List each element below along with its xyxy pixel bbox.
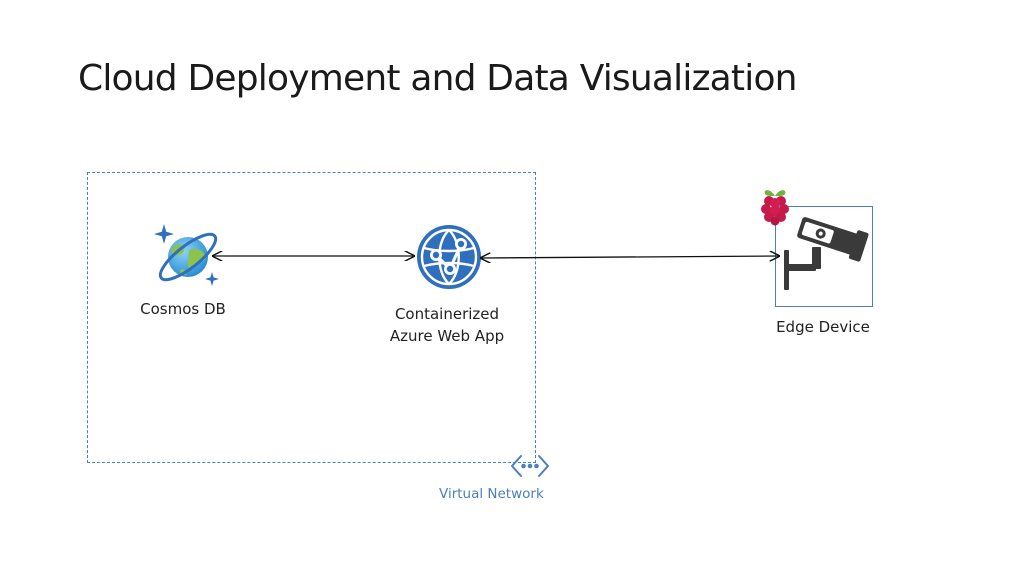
slide-title: Cloud Deployment and Data Visualization [78,58,797,99]
raspberry-pi-icon [761,190,789,226]
virtual-network-label: Virtual Network [439,486,544,502]
web-app-label-line1: Containerized [394,305,500,323]
web-app-label-line2: Azure Web App [389,327,505,345]
cosmos-db-label: Cosmos DB [140,300,226,318]
cosmos-db-icon [154,224,219,286]
virtual-network-boundary [87,172,536,463]
azure-web-app-icon [417,225,481,289]
security-camera-icon [784,217,869,290]
virtual-network-icon [511,455,549,477]
edge-device-label: Edge Device [776,318,870,336]
